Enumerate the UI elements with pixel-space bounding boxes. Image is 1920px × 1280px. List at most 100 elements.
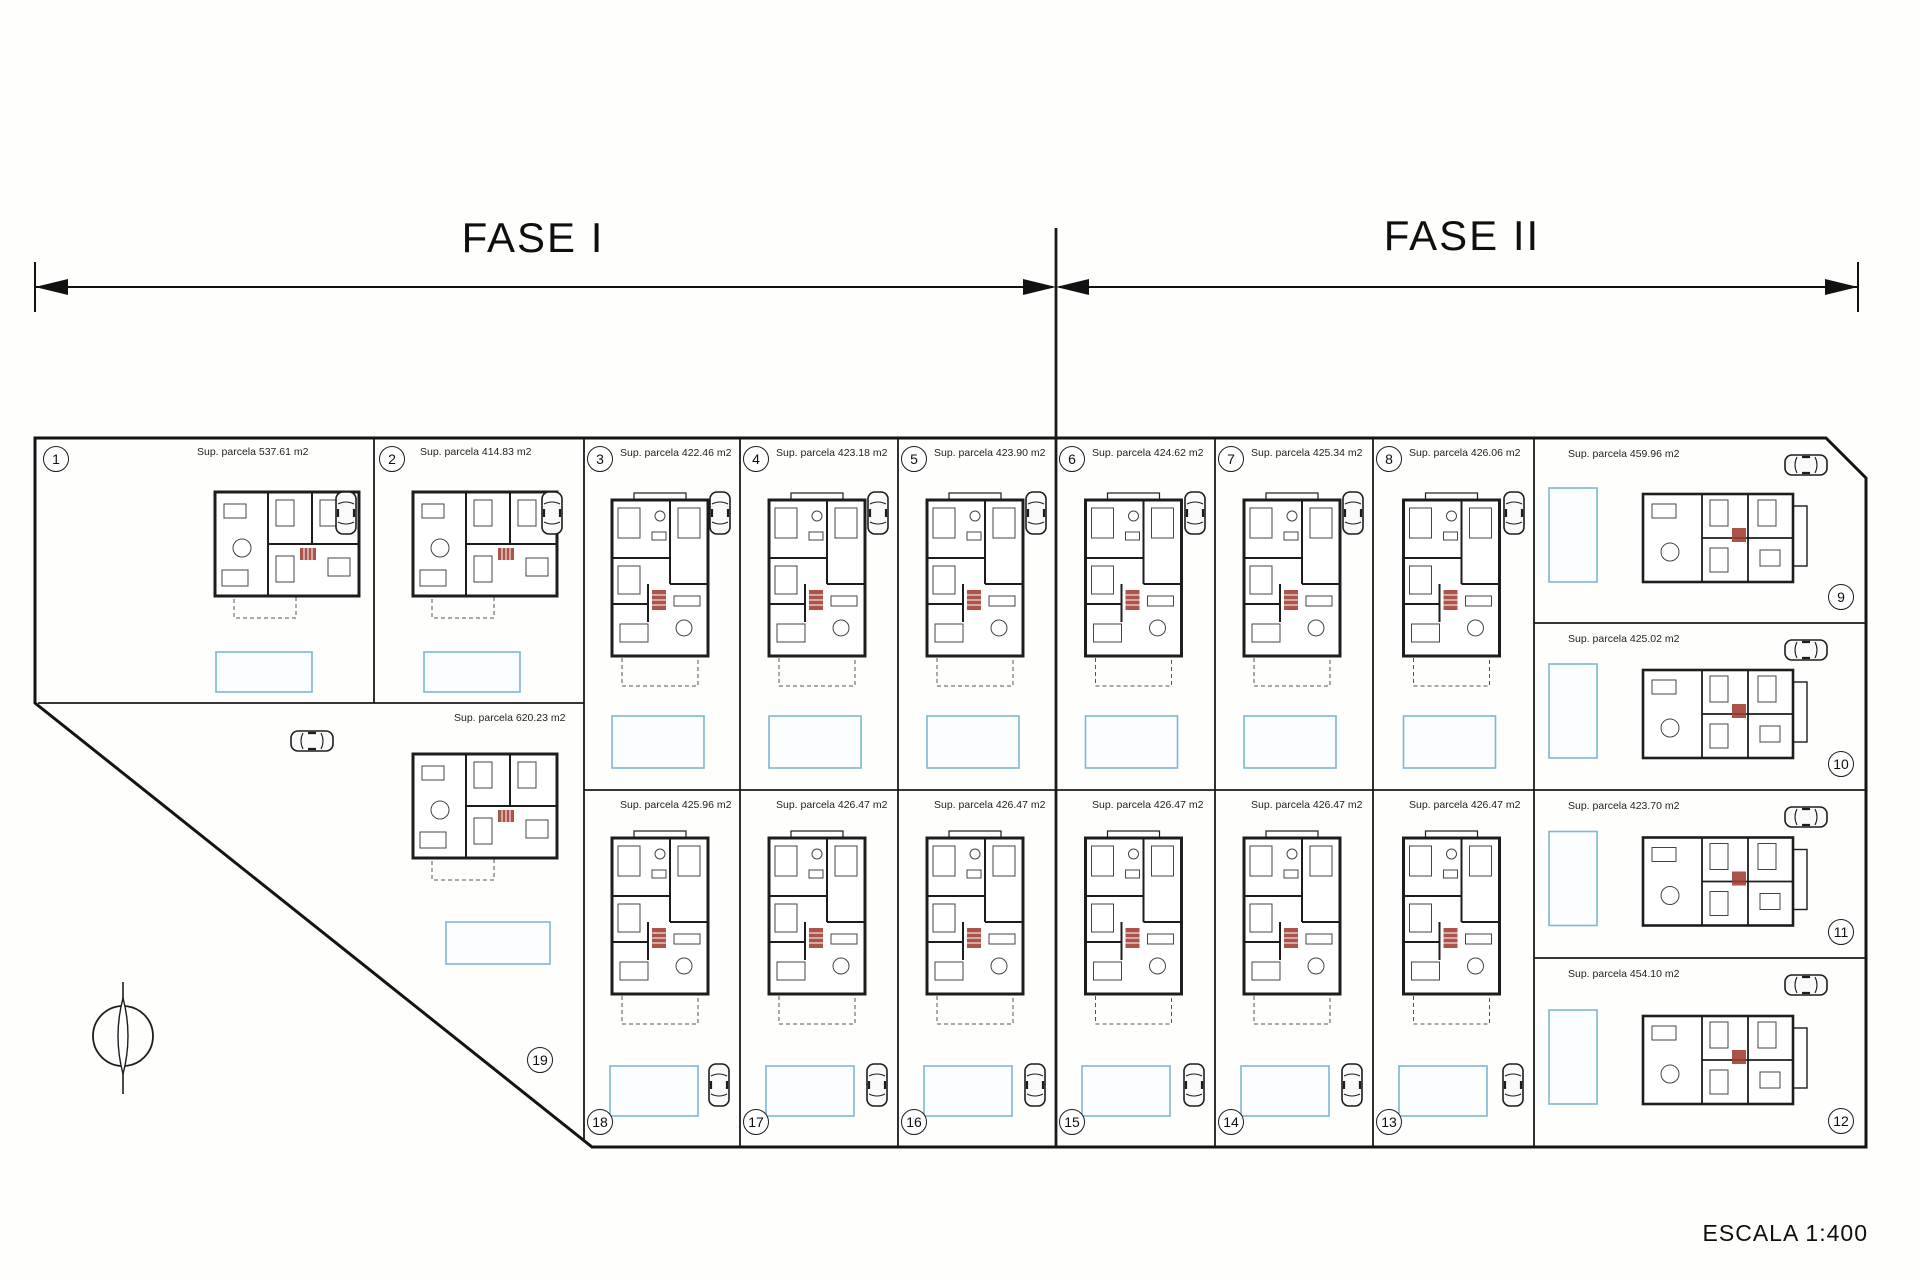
plot-number-badge: 2 — [379, 446, 405, 472]
plot-number-badge: 11 — [1828, 919, 1854, 945]
house-plan — [767, 492, 867, 688]
plot-number-badge: 17 — [743, 1109, 769, 1135]
house-plan — [1242, 492, 1342, 688]
plot-number-badge: 10 — [1828, 751, 1854, 777]
compass-needle — [117, 995, 129, 1077]
plot-number-badge: 9 — [1828, 584, 1854, 610]
car-icon — [1340, 1062, 1364, 1108]
pool — [423, 651, 521, 693]
car-icon — [1501, 1062, 1525, 1108]
phase-dimension-lines — [34, 262, 1859, 312]
car-icon — [334, 490, 358, 536]
arrowhead-icon — [1056, 279, 1089, 295]
site-boundary — [33, 436, 1868, 1149]
house-plan — [1641, 492, 1809, 584]
house-plan — [1402, 492, 1501, 688]
parcel-area-label: Sup. parcela 423.18 m2 — [776, 447, 888, 459]
parcel-area-label: Sup. parcela 459.96 m2 — [1568, 448, 1680, 460]
house-plan — [610, 492, 710, 688]
parcel-area-label: Sup. parcela 423.70 m2 — [1568, 800, 1680, 812]
house-plan — [1084, 492, 1183, 688]
arrowhead-icon — [1825, 279, 1858, 295]
pool — [923, 1065, 1013, 1117]
car-icon — [1183, 490, 1207, 536]
pool — [1548, 663, 1598, 759]
car-icon — [1182, 1062, 1206, 1108]
scale-label: ESCALA 1:400 — [1702, 1220, 1868, 1246]
plots-layer — [213, 453, 1829, 1117]
plot-number-badge: 16 — [901, 1109, 927, 1135]
car-icon — [708, 490, 732, 536]
house-plan — [1641, 668, 1809, 760]
pool — [215, 651, 313, 693]
plot-number-badge: 12 — [1828, 1108, 1854, 1134]
house-plan — [1641, 836, 1809, 927]
house-plan — [411, 752, 559, 882]
compass-icon — [92, 982, 154, 1094]
plot-division-lines — [38, 228, 1866, 1147]
house-plan — [1402, 830, 1501, 1026]
house-plan — [925, 830, 1025, 1026]
car-icon — [865, 1062, 889, 1108]
pool — [926, 715, 1020, 769]
pool — [609, 1065, 699, 1117]
pool — [765, 1065, 855, 1117]
plot-number-badge: 3 — [587, 446, 613, 472]
parcel-area-label: Sup. parcela 426.47 m2 — [1092, 799, 1204, 811]
parcel-area-label: Sup. parcela 425.34 m2 — [1251, 447, 1363, 459]
pool — [768, 715, 862, 769]
parcel-area-label: Sup. parcela 423.90 m2 — [934, 447, 1046, 459]
plot-number-badge: 19 — [527, 1047, 553, 1073]
parcel-area-label: Sup. parcela 425.96 m2 — [620, 799, 732, 811]
pool — [1240, 1065, 1330, 1117]
parcel-area-label: Sup. parcela 426.47 m2 — [1409, 799, 1521, 811]
pool — [1402, 715, 1497, 769]
car-icon — [707, 1062, 731, 1108]
car-icon — [1023, 1062, 1047, 1108]
pool — [1548, 487, 1598, 583]
parcel-area-label: Sup. parcela 426.47 m2 — [934, 799, 1046, 811]
plot-number-badge: 8 — [1376, 446, 1402, 472]
house-plan — [1641, 1014, 1809, 1106]
house-plan — [767, 830, 867, 1026]
car-icon — [540, 490, 564, 536]
pool — [611, 715, 705, 769]
plot-number-badge: 14 — [1218, 1109, 1244, 1135]
car-icon — [1783, 973, 1829, 997]
plot-number-badge: 7 — [1218, 446, 1244, 472]
house-plan — [1084, 830, 1183, 1026]
phase-label-fase-2: FASE II — [1383, 212, 1541, 259]
pool — [1398, 1065, 1488, 1117]
parcel-area-label: Sup. parcela 426.06 m2 — [1409, 447, 1521, 459]
house-plan — [610, 830, 710, 1026]
plot-number-badge: 4 — [743, 446, 769, 472]
pool — [1243, 715, 1337, 769]
house-plan — [411, 490, 559, 620]
plot-number-badge: 1 — [43, 446, 69, 472]
pool — [445, 921, 551, 965]
arrowhead-icon — [35, 279, 68, 295]
plot-number-badge: 6 — [1059, 446, 1085, 472]
car-icon — [1783, 453, 1829, 477]
car-icon — [1502, 490, 1526, 536]
car-icon — [1783, 638, 1829, 662]
parcel-area-label: Sup. parcela 537.61 m2 — [197, 446, 309, 458]
plot-number-badge: 18 — [587, 1109, 613, 1135]
parcel-area-label: Sup. parcela 422.46 m2 — [620, 447, 732, 459]
pool — [1084, 715, 1179, 769]
parcel-area-label: Sup. parcela 426.47 m2 — [776, 799, 888, 811]
house-plan — [1242, 830, 1342, 1026]
car-icon — [1783, 805, 1829, 829]
car-icon — [1024, 490, 1048, 536]
pool — [1081, 1065, 1171, 1117]
parcel-area-label: Sup. parcela 424.62 m2 — [1092, 447, 1204, 459]
parcel-area-label: Sup. parcela 414.83 m2 — [420, 446, 532, 458]
parcel-area-label: Sup. parcela 454.10 m2 — [1568, 968, 1680, 980]
pool — [1548, 1009, 1598, 1105]
plot-number-badge: 13 — [1376, 1109, 1402, 1135]
parcel-area-label: Sup. parcela 620.23 m2 — [454, 712, 566, 724]
parcel-area-label: Sup. parcela 425.02 m2 — [1568, 633, 1680, 645]
pool — [1548, 830, 1598, 927]
